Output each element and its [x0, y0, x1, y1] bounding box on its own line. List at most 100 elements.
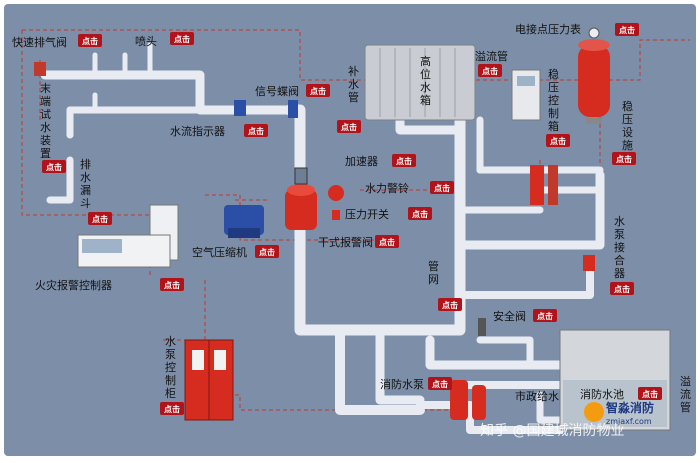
hotspot-fire-alarm-controller-label[interactable]: 点击	[164, 280, 180, 290]
hotspot-fire-pool[interactable]: 点击	[638, 387, 662, 400]
svg-text:网: 网	[428, 273, 439, 286]
overflow-pipe-label: 溢流管	[475, 49, 508, 63]
hotspot-pressure-stabilizer-label[interactable]: 点击	[616, 154, 632, 164]
hotspot-signal-butterfly-valve[interactable]: 点击	[306, 84, 330, 97]
hotspot-fire-pump[interactable]: 点击	[428, 377, 452, 390]
drain-funnel-label: 排 水 漏 斗	[80, 157, 91, 210]
hotspot-terminal-test-bg[interactable]	[42, 160, 66, 173]
hotspot-safety-valve-label[interactable]: 点击	[537, 311, 553, 321]
hotspot-overflow-pipe-bg[interactable]	[478, 64, 502, 77]
hotspot-dry-alarm-valve[interactable]: 点击	[375, 235, 399, 248]
contact-pressure-gauge-dial	[588, 27, 600, 39]
hotspot-accelerator-bg[interactable]	[392, 154, 416, 167]
hotspot-pressure-switch-bg[interactable]	[408, 207, 432, 220]
svg-text:高: 高	[420, 54, 431, 68]
hotspot-water-flow-indicator-bg[interactable]	[244, 124, 268, 137]
hotspot-sprinkler-head-label[interactable]: 点击	[174, 34, 190, 44]
hotspot-hydraulic-alarm-bell[interactable]: 点击	[430, 181, 454, 194]
hotspot-hydraulic-alarm-bell-label[interactable]: 点击	[434, 183, 450, 193]
svg-text:箱: 箱	[548, 119, 559, 133]
hotspot-contact-pressure-gauge[interactable]: 点击	[615, 23, 639, 36]
hotspot-pipe-network[interactable]: 点击	[438, 298, 462, 311]
hotspot-signal-butterfly-valve-bg[interactable]	[306, 84, 330, 97]
hotspot-fire-pump-label[interactable]: 点击	[432, 379, 448, 389]
svg-text:箱: 箱	[420, 93, 431, 107]
hotspot-pump-adapter-bg[interactable]	[610, 282, 634, 295]
hotspot-stabilizer-control-box-label[interactable]: 点击	[550, 136, 566, 146]
hotspot-overflow-pipe[interactable]: 点击	[478, 64, 502, 77]
svg-text:补: 补	[348, 65, 359, 78]
hotspot-overflow-pipe-label[interactable]: 点击	[482, 66, 498, 76]
hydraulic-alarm-bell-device	[328, 185, 344, 201]
hotspot-fire-pump-bg[interactable]	[428, 377, 452, 390]
hotspot-drain-funnel-label[interactable]: 点击	[92, 214, 108, 224]
svg-text:制: 制	[165, 374, 176, 387]
hotspot-pressure-stabilizer[interactable]: 点击	[612, 152, 636, 165]
hotspot-accelerator-label[interactable]: 点击	[396, 156, 412, 166]
hotspot-contact-pressure-gauge-bg[interactable]	[615, 23, 639, 36]
hotspot-hydraulic-alarm-bell-bg[interactable]	[430, 181, 454, 194]
hotspot-dry-alarm-valve-label[interactable]: 点击	[379, 237, 395, 247]
hotspot-fire-alarm-controller[interactable]: 点击	[160, 278, 184, 291]
hotspot-stabilizer-control-box[interactable]: 点击	[546, 134, 570, 147]
hotspot-safety-valve[interactable]: 点击	[533, 309, 557, 322]
svg-text:设: 设	[622, 126, 633, 139]
pressure-switch-device	[332, 210, 340, 220]
hotspot-high-tank-bg[interactable]	[337, 120, 361, 133]
hotspot-air-compressor-label[interactable]: 点击	[259, 247, 275, 257]
hotspot-fire-pool-bg[interactable]	[638, 387, 662, 400]
hotspot-quick-exhaust-valve[interactable]: 点击	[78, 34, 102, 47]
hotspot-water-flow-indicator-label[interactable]: 点击	[248, 126, 264, 136]
hotspot-safety-valve-bg[interactable]	[533, 309, 557, 322]
hotspot-drain-funnel-bg[interactable]	[88, 212, 112, 225]
hotspot-fire-alarm-controller-bg[interactable]	[160, 278, 184, 291]
hotspot-sprinkler-head[interactable]: 点击	[170, 32, 194, 45]
hotspot-pump-control-cabinet-label[interactable]: 点击	[164, 404, 180, 414]
hotspot-terminal-test[interactable]: 点击	[42, 160, 66, 173]
hotspot-fire-pool-label[interactable]: 点击	[642, 389, 658, 399]
svg-text:稳: 稳	[548, 67, 559, 81]
svg-text:柜: 柜	[165, 387, 176, 400]
pump-adapter-device	[583, 255, 595, 271]
svg-text:端: 端	[40, 95, 51, 108]
hotspot-air-compressor[interactable]: 点击	[255, 245, 279, 258]
hotspot-pressure-switch[interactable]: 点击	[408, 207, 432, 220]
hotspot-pump-adapter-label[interactable]: 点击	[614, 284, 630, 294]
hotspot-contact-pressure-gauge-label[interactable]: 点击	[619, 25, 635, 35]
signal-butterfly-valve-device	[288, 100, 298, 118]
fire-pump-1	[450, 380, 468, 420]
municipal-supply-label: 市政给水	[515, 389, 559, 403]
hotspot-terminal-test-label[interactable]: 点击	[46, 162, 62, 172]
hotspot-dry-alarm-valve-bg[interactable]	[375, 235, 399, 248]
hotspot-quick-exhaust-valve-label[interactable]: 点击	[82, 36, 98, 46]
hotspot-high-tank[interactable]: 点击	[337, 120, 361, 133]
hotspot-stabilizer-control-box-bg[interactable]	[546, 134, 570, 147]
hotspot-air-compressor-bg[interactable]	[255, 245, 279, 258]
hotspot-accelerator[interactable]: 点击	[392, 154, 416, 167]
air-compressor-label: 空气压缩机	[192, 245, 247, 259]
logo-text: 智淼消防	[605, 400, 654, 415]
hotspot-quick-exhaust-valve-bg[interactable]	[78, 34, 102, 47]
terminal-test-label: 末 端 试 水 装 置	[40, 81, 51, 160]
dry-alarm-valve-label: 干式报警阀	[318, 235, 373, 249]
hotspot-pipe-network-bg[interactable]	[438, 298, 462, 311]
hydraulic-alarm-bell-label: 水力警铃	[365, 181, 409, 195]
makeup-pipe-label: 补 水 管	[348, 65, 359, 104]
overflow-right-label: 溢 流 管	[680, 374, 691, 414]
hotspot-pump-control-cabinet[interactable]: 点击	[160, 402, 184, 415]
svg-text:排: 排	[80, 157, 91, 171]
hotspot-water-flow-indicator[interactable]: 点击	[244, 124, 268, 137]
hotspot-drain-funnel[interactable]: 点击	[88, 212, 112, 225]
sprinkler-head-label: 喷头	[135, 35, 157, 48]
hotspot-signal-butterfly-valve-label[interactable]: 点击	[310, 86, 326, 96]
svg-text:试: 试	[40, 108, 51, 121]
svg-text:制: 制	[548, 107, 559, 120]
hotspot-pump-control-cabinet-bg[interactable]	[160, 402, 184, 415]
hotspot-high-tank-label[interactable]: 点击	[341, 122, 357, 132]
hotspot-pipe-network-label[interactable]: 点击	[442, 300, 458, 310]
hotspot-pressure-switch-label[interactable]: 点击	[412, 209, 428, 219]
hotspot-sprinkler-head-bg[interactable]	[170, 32, 194, 45]
hotspot-pump-adapter[interactable]: 点击	[610, 282, 634, 295]
hotspot-pressure-stabilizer-bg[interactable]	[612, 152, 636, 165]
